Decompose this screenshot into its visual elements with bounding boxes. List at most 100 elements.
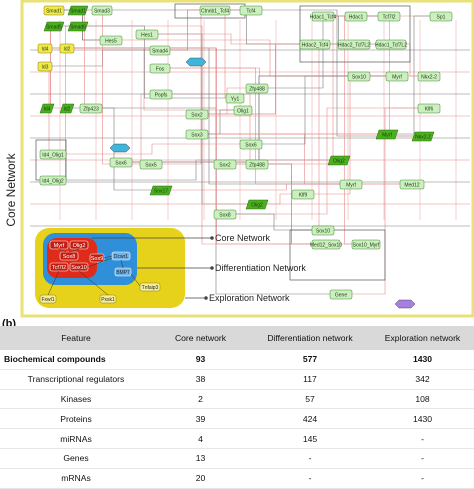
row-exploration-cell: - — [371, 428, 474, 449]
network-node-shape — [149, 63, 171, 74]
network-node-label: Sox10_Myrf — [353, 242, 380, 248]
network-node-label: Myrf — [382, 132, 392, 138]
network-node: Hdac2_Tcf4 — [299, 39, 331, 50]
network-node-label: Id2 — [64, 46, 71, 52]
network-node-label: Olig2 — [251, 202, 263, 208]
row-differentiation-cell: 424 — [249, 408, 371, 430]
network-node: Hes5 — [99, 35, 123, 46]
network-node-shape — [351, 239, 381, 250]
network-node: Smad1 — [43, 5, 65, 16]
network-node: Id4 — [37, 43, 53, 54]
network-node-shape — [311, 225, 335, 236]
network-node: Sp1 — [429, 11, 453, 22]
network-node: Smad1 — [67, 5, 89, 16]
header-feature: Feature — [0, 326, 152, 350]
network-node-label: Sox5 — [145, 162, 157, 168]
network-node: Sox6 — [239, 139, 263, 150]
network-node-label: Hdac1_Tcf4 — [310, 14, 337, 20]
row-differentiation-cell: - — [249, 448, 371, 469]
network-node: Sox10 — [347, 71, 371, 82]
network-node-label: Olig2 — [333, 158, 345, 164]
network-node-shape — [239, 5, 263, 16]
row-feature-cell: Biochemical compounds — [0, 350, 152, 370]
network-node: Med12_Sox10 — [310, 239, 342, 250]
annotation-exploration: Exploration Network — [209, 293, 290, 303]
network-node: Myrf — [385, 71, 409, 82]
network-node: Klf6 — [417, 103, 441, 114]
network-node-label: Zfp423 — [83, 106, 99, 112]
network-node-shape — [245, 199, 269, 210]
network-edge — [160, 67, 351, 185]
network-node-shape — [43, 5, 65, 16]
header-exploration: Exploration network — [371, 326, 474, 350]
network-node-shape — [135, 29, 159, 40]
row-core-cell: 13 — [152, 448, 249, 469]
row-exploration-cell: 1430 — [371, 408, 474, 430]
network-node-shape — [67, 21, 89, 32]
row-feature-cell: Transcriptional regulators — [0, 369, 152, 390]
network-node: Med12 — [399, 179, 425, 190]
network-node: Fos — [149, 63, 171, 74]
network-node: Myrf — [339, 179, 363, 190]
network-edge — [197, 109, 243, 135]
row-exploration-cell: - — [371, 448, 474, 469]
network-node-label: Sp1 — [437, 14, 446, 20]
table-header-row: Feature Core network Differentiation net… — [0, 326, 474, 350]
network-node-shape — [339, 179, 363, 190]
network-node-shape — [43, 21, 65, 32]
network-node-label: Olig1 — [237, 108, 249, 114]
network-node-shape — [385, 71, 409, 82]
network-node-label: Med12_Sox10 — [310, 242, 342, 248]
row-feature-cell: Kinases — [0, 389, 152, 410]
network-node-label: Yy1 — [231, 96, 240, 102]
network-edge — [54, 25, 235, 99]
network-node-shape — [99, 35, 123, 46]
network-node-label: Hes5 — [105, 38, 117, 44]
inset-label-tcf7l2: Tcf7l2 — [52, 265, 66, 271]
network-node: Id2 — [59, 43, 75, 54]
network-node-shape — [299, 39, 331, 50]
network-node-label: Myrf — [346, 182, 356, 188]
header-core: Core network — [152, 326, 249, 350]
network-edge — [91, 107, 341, 295]
network-node-shape — [39, 149, 67, 160]
network-node-label: Tcf7l2 — [382, 14, 395, 20]
network-node: Sox10_Myrf — [351, 239, 381, 250]
network-node-shape — [417, 103, 441, 114]
network-node-label: Ctnnb1_Tcf4 — [201, 8, 229, 14]
annotation-core: Core Network — [215, 233, 271, 243]
network-node-shape — [91, 5, 113, 16]
network-node-label: Klf9 — [299, 192, 308, 198]
network-node-shape — [375, 39, 407, 50]
network-node: Smad5 — [43, 21, 65, 32]
row-differentiation-cell: - — [249, 468, 371, 489]
network-node-shape — [411, 131, 435, 142]
network-node-shape — [245, 159, 269, 170]
network-node-label: Smad1 — [46, 8, 62, 14]
header-differentiation: Differentiation network — [249, 326, 371, 350]
network-node-shape — [59, 103, 75, 114]
network-edge — [387, 15, 441, 135]
network-node: Id4 — [39, 103, 55, 114]
inset-arrows — [47, 248, 141, 296]
row-core-cell: 39 — [152, 408, 249, 430]
row-feature-cell: miRNAs — [0, 428, 152, 449]
network-node-label: Gene — [335, 292, 347, 298]
network-node-shape — [233, 105, 253, 116]
network-node: Popfs — [149, 89, 173, 100]
network-node-shape — [149, 89, 173, 100]
network-node-label: Nkx2-2 — [421, 74, 437, 80]
inset-label-pxsk1: Pxsk1 — [101, 297, 115, 303]
row-core-cell: 20 — [152, 468, 249, 489]
inset-node-tnfaip3 — [139, 282, 161, 292]
network-node-label: Smad4 — [152, 48, 168, 54]
inset-label-sox10: Sox10 — [71, 265, 87, 271]
cyan-node — [185, 57, 207, 67]
row-core-cell: 93 — [152, 350, 249, 370]
network-node: Hdac1 — [344, 11, 368, 22]
network-node-label: Sox10 — [316, 228, 330, 234]
network-node-label: Smad3 — [94, 8, 110, 14]
